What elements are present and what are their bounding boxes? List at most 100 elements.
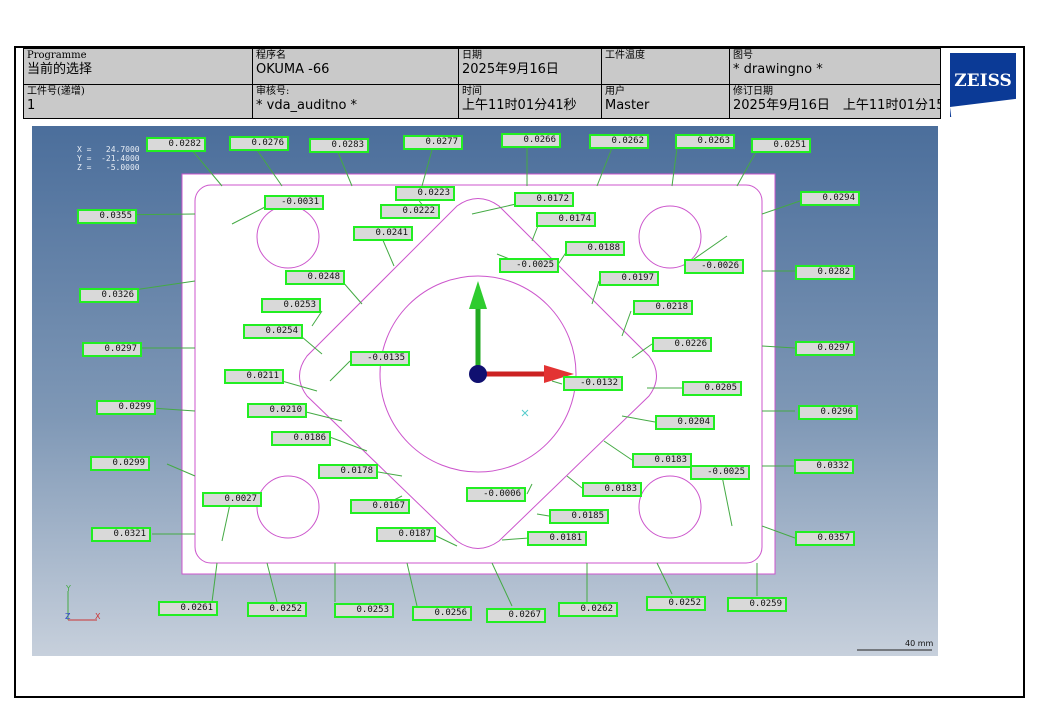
hole-bottom-right: [638, 475, 702, 539]
deviation-callout[interactable]: 0.0027: [202, 492, 262, 507]
deviation-callout[interactable]: 0.0357: [795, 531, 855, 546]
deviation-callout[interactable]: 0.0226: [652, 337, 712, 352]
user-value: Master: [605, 98, 650, 113]
revision-date-cell: 修订日期 2025年9月16日 上午11时01分15秒: [729, 84, 941, 119]
triad-y-label: Y: [66, 584, 71, 593]
deviation-callout[interactable]: 0.0241: [353, 226, 413, 241]
drawing-no-label: 图号: [733, 50, 753, 61]
hole-bottom-left: [256, 475, 320, 539]
program-name-cell: 程序名 OKUMA -66: [252, 48, 459, 85]
deviation-callout[interactable]: 0.0299: [96, 400, 156, 415]
deviation-callout[interactable]: -0.0006: [466, 487, 526, 502]
program-name-label: 程序名: [256, 50, 286, 61]
measurement-viewport[interactable]: X = 24.7000 Y = -21.4000 Z = -5.0000 Y Z…: [32, 126, 938, 656]
deviation-callout[interactable]: 0.0186: [271, 431, 331, 446]
center-cross-marker: [521, 409, 529, 417]
deviation-callout[interactable]: 0.0218: [633, 300, 693, 315]
cursor-coordinates: X = 24.7000 Y = -21.4000 Z = -5.0000: [77, 145, 140, 172]
deviation-callout[interactable]: 0.0282: [795, 265, 855, 280]
time-label: 时间: [462, 86, 482, 97]
deviation-callout[interactable]: 0.0297: [82, 342, 142, 357]
scale-label: 40 mm: [905, 639, 934, 648]
workpiece-temp-cell: 工件温度: [601, 48, 730, 85]
deviation-callout[interactable]: 0.0204: [655, 415, 715, 430]
deviation-callout[interactable]: 0.0261: [158, 601, 218, 616]
triad-x-label: X: [95, 612, 101, 621]
deviation-callout[interactable]: 0.0188: [565, 241, 625, 256]
time-cell: 时间 上午11时01分41秒: [458, 84, 602, 119]
deviation-callout[interactable]: 0.0181: [527, 531, 587, 546]
workpiece-temp-label: 工件温度: [605, 50, 645, 61]
deviation-callout[interactable]: 0.0256: [412, 606, 472, 621]
deviation-callout[interactable]: 0.0296: [798, 405, 858, 420]
deviation-callout[interactable]: 0.0282: [146, 137, 206, 152]
part-no-value: 1: [27, 98, 36, 113]
deviation-callout[interactable]: 0.0172: [514, 192, 574, 207]
deviation-callout[interactable]: 0.0297: [795, 341, 855, 356]
report-header-table: Programme 当前的选择 程序名 OKUMA -66 日期 2025年9月…: [23, 48, 941, 119]
deviation-callout[interactable]: 0.0262: [589, 134, 649, 149]
deviation-callout[interactable]: 0.0183: [582, 482, 642, 497]
programme-value: 当前的选择: [27, 62, 93, 77]
leader-lines: [106, 147, 801, 607]
deviation-callout[interactable]: 0.0251: [751, 138, 811, 153]
deviation-callout[interactable]: 0.0205: [682, 381, 742, 396]
deviation-callout[interactable]: 0.0222: [380, 204, 440, 219]
deviation-callout[interactable]: 0.0267: [486, 608, 546, 623]
deviation-callout[interactable]: -0.0025: [690, 465, 750, 480]
deviation-callout[interactable]: -0.0135: [350, 351, 410, 366]
deviation-callout[interactable]: 0.0253: [261, 298, 321, 313]
deviation-callout[interactable]: 0.0332: [794, 459, 854, 474]
deviation-callout[interactable]: 0.0197: [599, 271, 659, 286]
deviation-callout[interactable]: -0.0026: [684, 259, 744, 274]
central-bore: [379, 275, 577, 473]
deviation-callout[interactable]: 0.0210: [247, 403, 307, 418]
deviation-callout[interactable]: 0.0252: [247, 602, 307, 617]
time-value: 上午11时01分41秒: [462, 98, 577, 113]
audit-no-label: 审核号:: [256, 86, 290, 97]
deviation-callout[interactable]: -0.0132: [563, 376, 623, 391]
deviation-callout[interactable]: 0.0211: [224, 369, 284, 384]
deviation-callout[interactable]: 0.0326: [79, 288, 139, 303]
deviation-callout[interactable]: 0.0223: [395, 186, 455, 201]
deviation-callout[interactable]: 0.0248: [285, 270, 345, 285]
date-label: 日期: [462, 50, 482, 61]
deviation-callout[interactable]: 0.0185: [549, 509, 609, 524]
deviation-callout[interactable]: 0.0187: [376, 527, 436, 542]
user-cell: 用户 Master: [601, 84, 730, 119]
deviation-callout[interactable]: 0.0294: [800, 191, 860, 206]
deviation-callout[interactable]: 0.0259: [727, 597, 787, 612]
x-axis-arrow-head: [544, 365, 574, 383]
deviation-callout[interactable]: 0.0252: [646, 596, 706, 611]
deviation-callout[interactable]: -0.0025: [499, 258, 559, 273]
deviation-callout[interactable]: 0.0299: [90, 456, 150, 471]
deviation-callout[interactable]: 0.0253: [334, 603, 394, 618]
deviation-callout[interactable]: 0.0254: [243, 324, 303, 339]
deviation-callout[interactable]: 0.0178: [318, 464, 378, 479]
triad-z-label: Z: [65, 612, 71, 621]
revision-date-value: 2025年9月16日 上午11时01分15秒: [733, 98, 941, 113]
deviation-callout[interactable]: 0.0262: [558, 602, 618, 617]
user-label: 用户: [605, 86, 625, 97]
deviation-callout[interactable]: 0.0266: [501, 133, 561, 148]
deviation-callout[interactable]: 0.0355: [77, 209, 137, 224]
part-no-cell: 工件号(递增) 1: [23, 84, 253, 119]
deviation-callout[interactable]: -0.0031: [264, 195, 324, 210]
deviation-callout[interactable]: 0.0167: [350, 499, 410, 514]
deviation-callout[interactable]: 0.0321: [91, 527, 151, 542]
deviation-callout[interactable]: 0.0263: [675, 134, 735, 149]
deviation-callout[interactable]: 0.0277: [403, 135, 463, 150]
date-cell: 日期 2025年9月16日: [458, 48, 602, 85]
deviation-callout[interactable]: 0.0283: [309, 138, 369, 153]
deviation-callout[interactable]: 0.0276: [229, 136, 289, 151]
audit-no-value: * vda_auditno *: [256, 98, 358, 113]
drawing-no-cell: 图号 * drawingno *: [729, 48, 941, 85]
hole-top-right: [638, 205, 702, 269]
deviation-callout[interactable]: 0.0183: [632, 453, 692, 468]
deviation-callout[interactable]: 0.0174: [536, 212, 596, 227]
date-value: 2025年9月16日: [462, 62, 559, 77]
program-name-value: OKUMA -66: [256, 62, 330, 77]
part-no-label: 工件号(递增): [27, 86, 85, 97]
revision-date-label: 修订日期: [733, 86, 773, 97]
audit-no-cell: 审核号: * vda_auditno *: [252, 84, 459, 119]
